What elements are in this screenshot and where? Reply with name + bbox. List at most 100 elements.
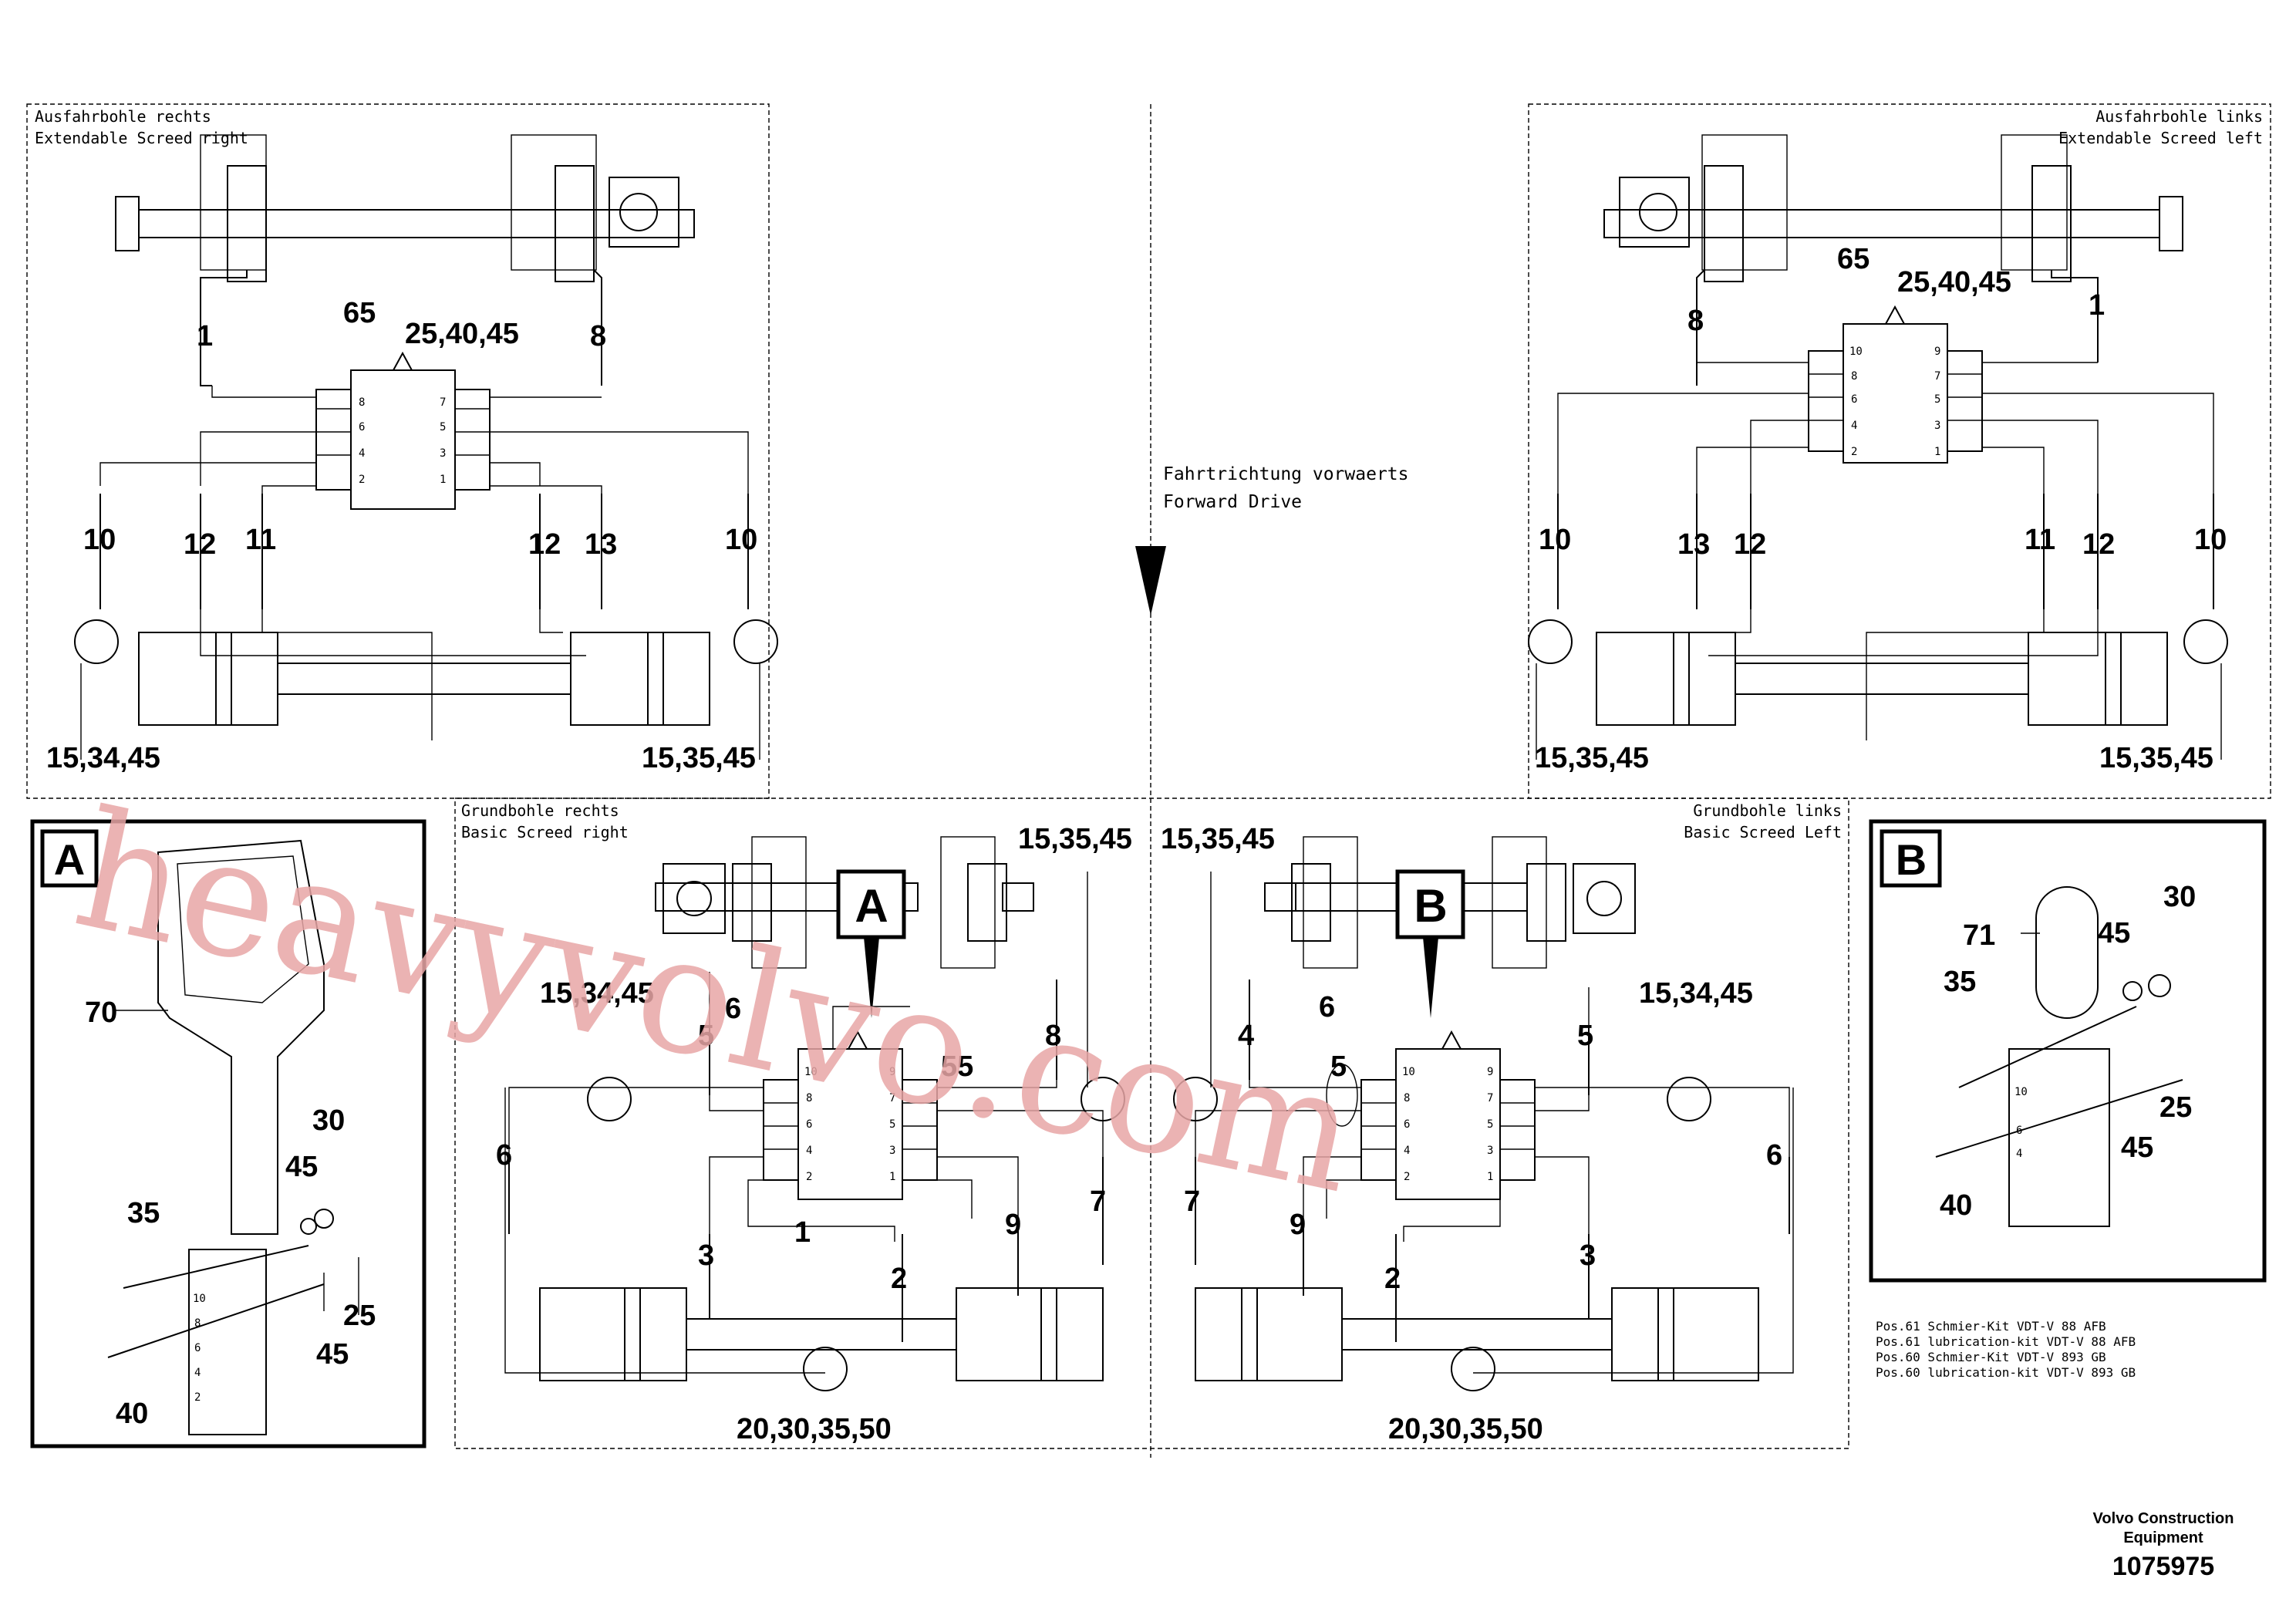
svg-text:5: 5 xyxy=(1934,393,1940,406)
callout: 40 xyxy=(116,1398,148,1430)
callout: 11 xyxy=(2025,524,2055,556)
callout: 10 xyxy=(2194,524,2227,556)
svg-text:3: 3 xyxy=(1934,420,1940,432)
caption-basic-left-de: Grundbohle links xyxy=(1693,801,1842,820)
svg-text:8: 8 xyxy=(1851,370,1857,383)
callout: 45 xyxy=(2098,917,2130,949)
callout: 7 xyxy=(1090,1185,1106,1218)
callout: 2 xyxy=(1384,1263,1401,1295)
callout: 13 xyxy=(585,528,617,561)
svg-text:1: 1 xyxy=(440,474,446,486)
caption-extendable-right-en: Extendable Screed right xyxy=(35,129,248,147)
svg-text:8: 8 xyxy=(806,1092,812,1104)
callout: 8 xyxy=(1045,1020,1061,1052)
svg-text:10: 10 xyxy=(2014,1086,2028,1098)
callout: 9 xyxy=(1005,1209,1021,1241)
svg-text:7: 7 xyxy=(1487,1092,1493,1104)
svg-text:2: 2 xyxy=(1404,1171,1410,1183)
callout: 8 xyxy=(1687,305,1704,337)
company-line2: Equipment xyxy=(2123,1529,2203,1546)
svg-text:9: 9 xyxy=(1934,346,1940,358)
schematic-basic-screed-left xyxy=(1173,836,1794,1391)
callout: 35 xyxy=(127,1197,160,1229)
callout: 25 xyxy=(343,1300,376,1332)
callout: 1 xyxy=(2089,289,2105,322)
callout: 30 xyxy=(2163,881,2196,913)
callout: 45 xyxy=(285,1151,318,1183)
svg-text:9: 9 xyxy=(1487,1066,1493,1078)
svg-text:8: 8 xyxy=(1404,1092,1410,1104)
detail-marker-a: A xyxy=(855,880,888,932)
callout: 25 xyxy=(2159,1091,2192,1124)
forward-direction-arrow xyxy=(1135,546,1166,615)
svg-text:7: 7 xyxy=(889,1092,895,1104)
callout: 45 xyxy=(316,1338,349,1371)
distributor-ports: 8 6 4 2 7 5 3 1 10 8 6 4 2 9 7 5 3 1 10 … xyxy=(193,346,2028,1404)
document-number: 1075975 xyxy=(2112,1552,2214,1581)
callout: 9 xyxy=(1290,1209,1306,1241)
detail-tag-a: A xyxy=(54,835,85,884)
svg-text:10: 10 xyxy=(804,1066,818,1078)
svg-text:10: 10 xyxy=(1849,346,1863,358)
caption-extendable-left-de: Ausfahrbohle links xyxy=(2095,107,2263,126)
svg-text:3: 3 xyxy=(889,1145,895,1157)
callout: 4 xyxy=(1238,1020,1254,1052)
callout: 25,40,45 xyxy=(405,318,519,350)
callout: 20,30,35,50 xyxy=(737,1413,892,1445)
svg-text:3: 3 xyxy=(1487,1145,1493,1157)
svg-text:2: 2 xyxy=(1851,446,1857,458)
callout: 15,34,45 xyxy=(540,977,654,1010)
callout: 30 xyxy=(312,1104,345,1137)
callout: 8 xyxy=(590,320,606,352)
detail-tag-b: B xyxy=(1896,835,1927,884)
callout: 6 xyxy=(496,1139,512,1172)
schematic-basic-screed-right xyxy=(504,836,1125,1391)
svg-text:2: 2 xyxy=(359,474,365,486)
callout: 1 xyxy=(794,1216,811,1249)
svg-text:1: 1 xyxy=(1487,1171,1493,1183)
callout: 1 xyxy=(197,320,213,352)
kit-note: Pos.60 lubrication-kit VDT-V 893 GB xyxy=(1876,1365,2136,1380)
kit-note: Pos.61 lubrication-kit VDT-V 88 AFB xyxy=(1876,1334,2136,1349)
svg-text:4: 4 xyxy=(2016,1148,2022,1160)
callout: 6 xyxy=(1766,1139,1782,1172)
callout: 5 xyxy=(698,1020,714,1052)
caption-forward-drive-en: Forward Drive xyxy=(1163,492,1302,512)
svg-text:4: 4 xyxy=(1404,1145,1410,1157)
callout: 11 xyxy=(245,524,276,556)
svg-text:4: 4 xyxy=(1851,420,1857,432)
callout: 12 xyxy=(1734,528,1766,561)
svg-text:5: 5 xyxy=(1487,1118,1493,1131)
callout: 6 xyxy=(1319,991,1335,1023)
callout: 65 xyxy=(1837,243,1870,275)
callout: 15,35,45 xyxy=(2099,742,2213,774)
svg-text:8: 8 xyxy=(359,396,365,409)
callouts-detail-a: 70 30 45 35 25 45 40 xyxy=(85,996,376,1430)
frames xyxy=(26,103,2271,1458)
svg-text:6: 6 xyxy=(194,1342,201,1354)
detail-tags: A B A B xyxy=(40,829,1942,1018)
caption-extendable-right-de: Ausfahrbohle rechts xyxy=(35,107,211,126)
caption-basic-right-en: Basic Screed right xyxy=(461,823,629,841)
callout: 25,40,45 xyxy=(1897,266,2011,298)
kit-notes: Pos.61 Schmier-Kit VDT-V 88 AFB Pos.61 l… xyxy=(1876,1319,2136,1380)
kit-note: Pos.61 Schmier-Kit VDT-V 88 AFB xyxy=(1876,1319,2106,1334)
svg-text:7: 7 xyxy=(1934,370,1940,383)
caption-basic-right-de: Grundbohle rechts xyxy=(461,801,619,820)
svg-text:6: 6 xyxy=(806,1118,812,1131)
callout: 45 xyxy=(2121,1131,2153,1164)
kit-note: Pos.60 Schmier-Kit VDT-V 893 GB xyxy=(1876,1350,2106,1364)
callout: 13 xyxy=(1677,528,1710,561)
detail-b-bracket xyxy=(1935,886,2183,1227)
callout: 6 xyxy=(725,993,741,1025)
callouts-bottom-left: 15,35,45 15,34,45 6 5 8 55 6 7 1 2 3 9 2… xyxy=(496,823,1132,1445)
detail-a-bracket xyxy=(107,839,359,1435)
callout: 3 xyxy=(1580,1239,1596,1272)
svg-text:4: 4 xyxy=(359,447,365,460)
callout: 5 xyxy=(1330,1050,1347,1083)
callout: 12 xyxy=(184,528,216,561)
svg-text:3: 3 xyxy=(440,447,446,460)
svg-text:7: 7 xyxy=(440,396,446,409)
callout: 55 xyxy=(941,1050,973,1083)
